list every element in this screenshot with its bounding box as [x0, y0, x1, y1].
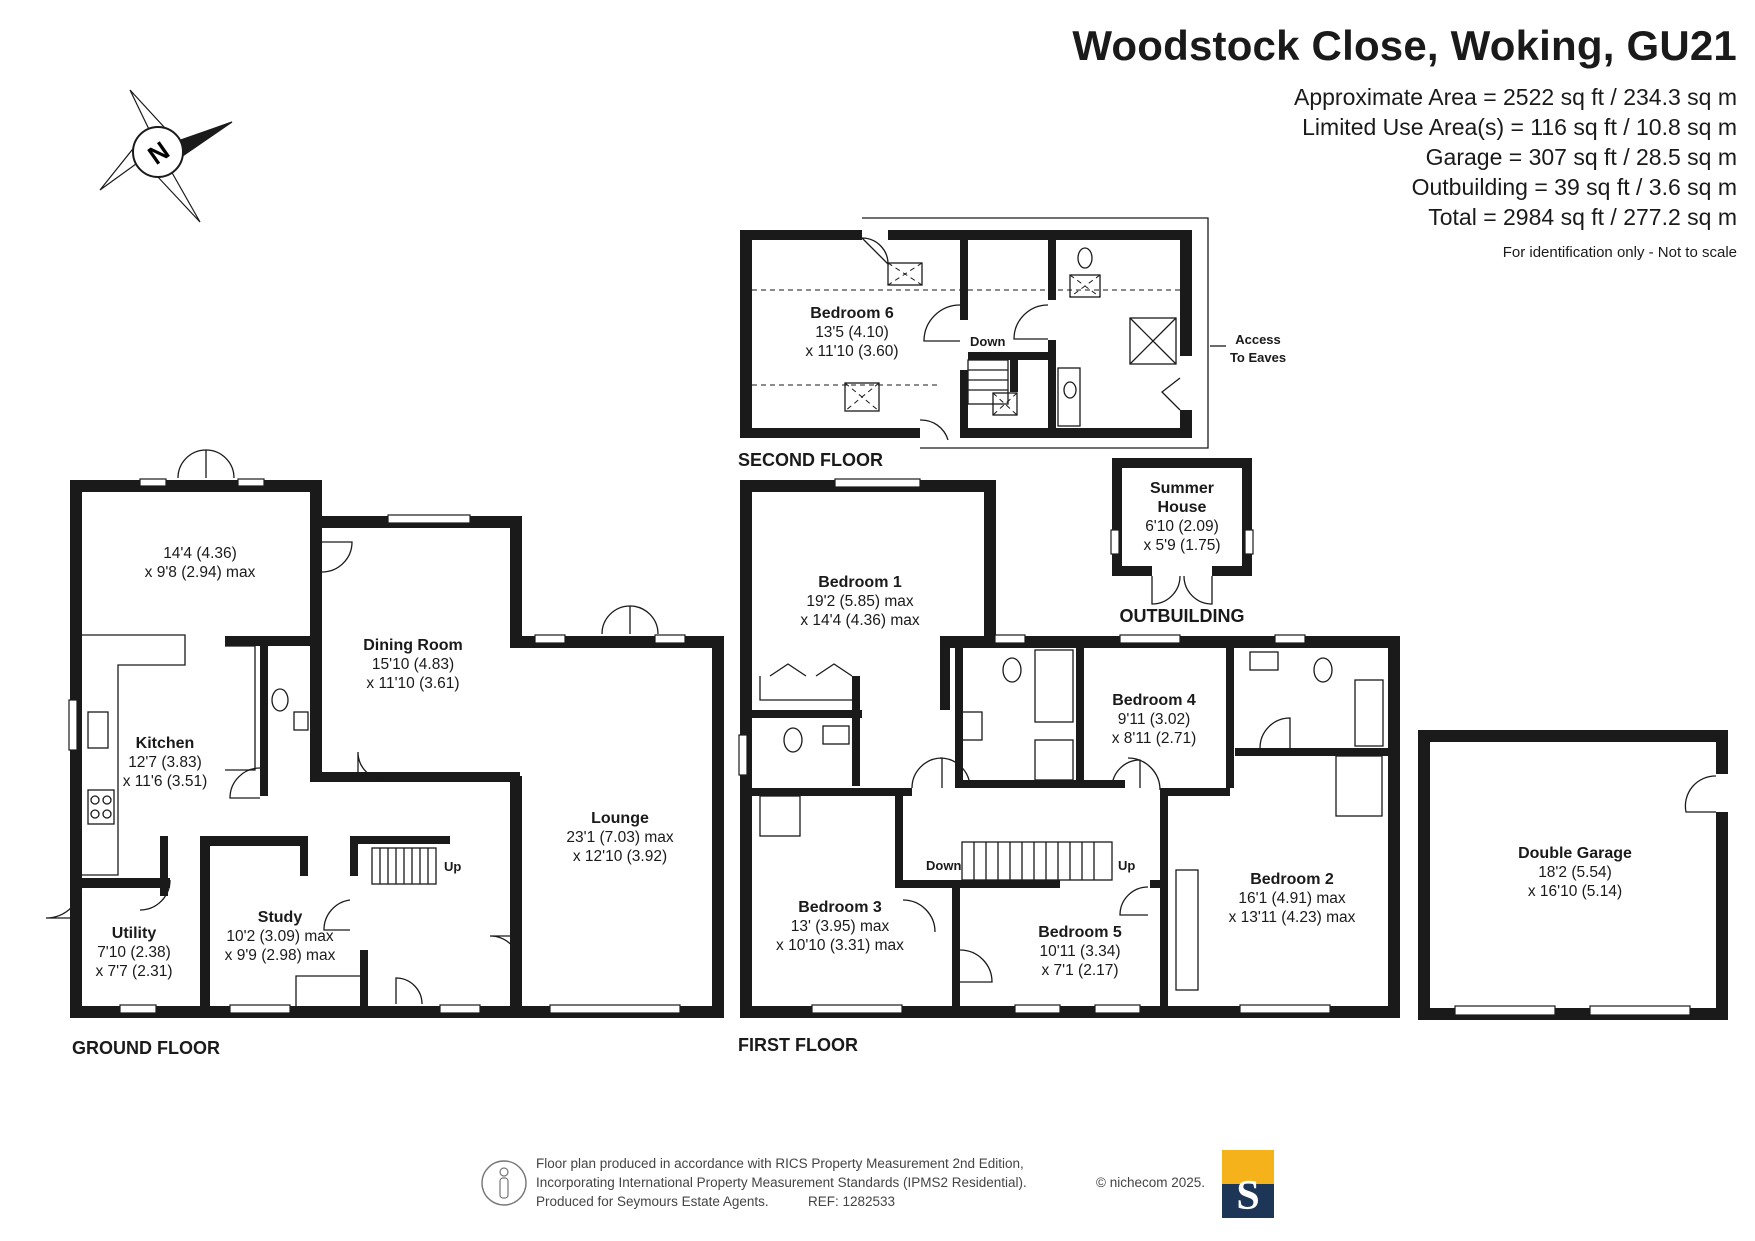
seymours-logo: S	[1222, 1150, 1274, 1219]
eaves-access-label-2: To Eaves	[1230, 350, 1286, 365]
outbuilding-area: Outbuilding = 39 sq ft / 3.6 sq m	[1411, 174, 1737, 200]
outbuilding-label: OUTBUILDING	[1120, 606, 1245, 626]
second-floor-label: SECOND FLOOR	[738, 450, 883, 470]
kitchen-dim1: 12'7 (3.83)	[128, 754, 202, 771]
dining-room-label: Dining Room	[363, 637, 463, 654]
ground-room-dim2: x 9'8 (2.94) max	[145, 564, 256, 581]
bedroom1-dim1: 19'2 (5.85) max	[806, 593, 913, 610]
bedroom6-dim1: 13'5 (4.10)	[815, 324, 889, 341]
bedroom1-label: Bedroom 1	[818, 574, 902, 591]
utility-label: Utility	[112, 925, 157, 942]
garage-area: Garage = 307 sq ft / 28.5 sq m	[1425, 144, 1737, 170]
footer-line1: Floor plan produced in accordance with R…	[536, 1156, 1024, 1171]
first-stairs-down-label: Down	[926, 858, 961, 873]
bedroom2-dim1: 16'1 (4.91) max	[1238, 890, 1345, 907]
first-floor-plan	[738, 478, 1400, 1018]
bedroom5-label: Bedroom 5	[1038, 924, 1122, 941]
ground-stairs-up-label: Up	[444, 859, 461, 874]
study-dim2: x 9'9 (2.98) max	[225, 947, 336, 964]
page-title: Woodstock Close, Woking, GU21	[1072, 22, 1737, 69]
footer-copyright: © nichecom 2025.	[1096, 1175, 1205, 1190]
bedroom6-label: Bedroom 6	[810, 305, 894, 322]
study-label: Study	[258, 909, 303, 926]
bedroom4-label: Bedroom 4	[1112, 692, 1196, 709]
garage-label: Double Garage	[1518, 845, 1632, 862]
logo-letter: S	[1236, 1173, 1259, 1219]
bedroom1-dim2: x 14'4 (4.36) max	[800, 612, 920, 629]
footer-ref: REF: 1282533	[808, 1194, 895, 1209]
summer-house-dim2: x 5'9 (1.75)	[1143, 537, 1220, 554]
garage-plan	[1418, 730, 1728, 1020]
compass-icon: N	[99, 89, 233, 223]
disclaimer-note: For identification only - Not to scale	[1502, 244, 1737, 261]
garage-dim2: x 16'10 (5.14)	[1528, 883, 1622, 900]
first-floor-label: FIRST FLOOR	[738, 1035, 858, 1055]
dining-room-dim1: 15'10 (4.83)	[372, 656, 454, 673]
eaves-access-label-1: Access	[1235, 332, 1281, 347]
kitchen-label: Kitchen	[136, 735, 195, 752]
bedroom5-dim1: 10'11 (3.34)	[1039, 943, 1120, 960]
lounge-label: Lounge	[591, 810, 649, 827]
summer-house-label-1: Summer	[1150, 480, 1214, 497]
lounge-dim1: 23'1 (7.03) max	[566, 829, 673, 846]
bedroom4-dim2: x 8'11 (2.71)	[1112, 730, 1197, 747]
utility-dim2: x 7'7 (2.31)	[95, 963, 172, 980]
bedroom2-dim2: x 13'11 (4.23) max	[1229, 909, 1356, 926]
total-area: Total = 2984 sq ft / 277.2 sq m	[1428, 204, 1737, 230]
bedroom4-dim1: 9'11 (3.02)	[1118, 711, 1190, 728]
first-stairs-up-label: Up	[1118, 858, 1135, 873]
outbuilding-plan	[1110, 458, 1254, 605]
lounge-dim2: x 12'10 (3.92)	[573, 848, 667, 865]
second-stairs-down-label: Down	[970, 334, 1005, 349]
rics-icon	[481, 1160, 527, 1206]
kitchen-dim2: x 11'6 (3.51)	[123, 773, 208, 790]
summer-house-dim1: 6'10 (2.09)	[1145, 518, 1219, 535]
ground-floor-plan	[45, 449, 724, 1018]
bedroom5-dim2: x 7'1 (2.17)	[1041, 962, 1118, 979]
bedroom2-label: Bedroom 2	[1250, 871, 1334, 888]
ground-floor-label: GROUND FLOOR	[72, 1038, 220, 1058]
ground-room-dim1: 14'4 (4.36)	[163, 545, 237, 562]
bedroom6-dim2: x 11'10 (3.60)	[805, 343, 898, 360]
bedroom3-dim1: 13' (3.95) max	[791, 918, 890, 935]
limited-use-area: Limited Use Area(s) = 116 sq ft / 10.8 s…	[1302, 114, 1737, 140]
footer-line3: Produced for Seymours Estate Agents.	[536, 1194, 769, 1209]
footer-line2: Incorporating International Property Mea…	[536, 1175, 1027, 1190]
bedroom3-label: Bedroom 3	[798, 899, 882, 916]
dining-room-dim2: x 11'10 (3.61)	[366, 675, 459, 692]
second-floor-plan	[740, 217, 1209, 449]
approximate-area: Approximate Area = 2522 sq ft / 234.3 sq…	[1293, 84, 1737, 110]
garage-dim1: 18'2 (5.54)	[1538, 864, 1612, 881]
summer-house-label-2: House	[1158, 499, 1207, 516]
study-dim1: 10'2 (3.09) max	[226, 928, 333, 945]
utility-dim1: 7'10 (2.38)	[97, 944, 171, 961]
bedroom3-dim2: x 10'10 (3.31) max	[776, 937, 904, 954]
